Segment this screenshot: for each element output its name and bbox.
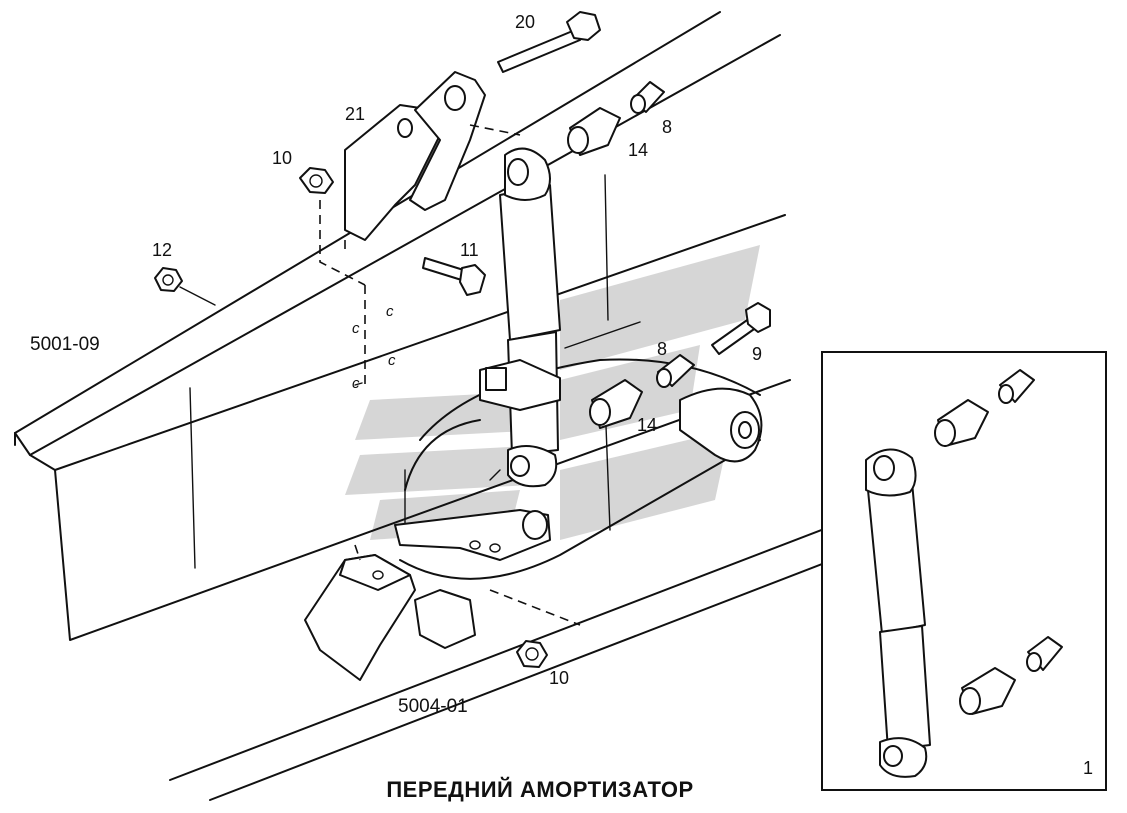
- bushing-8-mid: [656, 354, 695, 388]
- assembly-code-spring: 5004-01: [398, 696, 468, 717]
- upper-bracket: [344, 71, 521, 241]
- nut-10-bottom: [516, 640, 548, 668]
- installation-lines: [179, 200, 641, 481]
- hole-mark: c: [352, 375, 360, 392]
- hole-mark: c: [388, 352, 396, 369]
- part-label-14-top: 14: [628, 140, 648, 160]
- part-label-8-top: 8: [662, 117, 672, 137]
- part-label-14-mid: 14: [637, 415, 657, 435]
- nut-12: [154, 267, 183, 292]
- hole-mark: c: [352, 320, 360, 337]
- diagram-title: ПЕРЕДНИЙ АМОРТИЗАТОР: [386, 777, 693, 802]
- inset-label: 1: [1083, 758, 1093, 778]
- shock-absorber: [499, 147, 609, 488]
- assembly-code-frame: 5001-09: [30, 334, 100, 355]
- hole-mark: c: [386, 303, 394, 320]
- part-label-21: 21: [345, 104, 365, 124]
- bushing-14-mid: [589, 379, 643, 429]
- part-label-20: 20: [515, 12, 535, 32]
- inset-panel: 1: [821, 351, 1107, 791]
- part-label-8-mid: 8: [657, 339, 667, 359]
- part-label-11: 11: [460, 240, 479, 260]
- bushing-8-top: [630, 81, 665, 114]
- part-label-10-top: 10: [272, 148, 292, 168]
- spring-eye: [679, 387, 763, 463]
- bolt-11: [422, 257, 486, 296]
- part-label-9: 9: [752, 344, 762, 364]
- part-label-10-bottom: 10: [549, 668, 569, 688]
- bolt-9: [711, 302, 771, 355]
- lower-mount: [394, 359, 561, 561]
- spring-seat: [304, 544, 581, 681]
- nut-10-top: [299, 167, 334, 194]
- part-label-12: 12: [152, 240, 172, 260]
- leaf-spring: [399, 358, 761, 580]
- bushing-14-top: [567, 107, 621, 156]
- bolt-20: [497, 11, 601, 73]
